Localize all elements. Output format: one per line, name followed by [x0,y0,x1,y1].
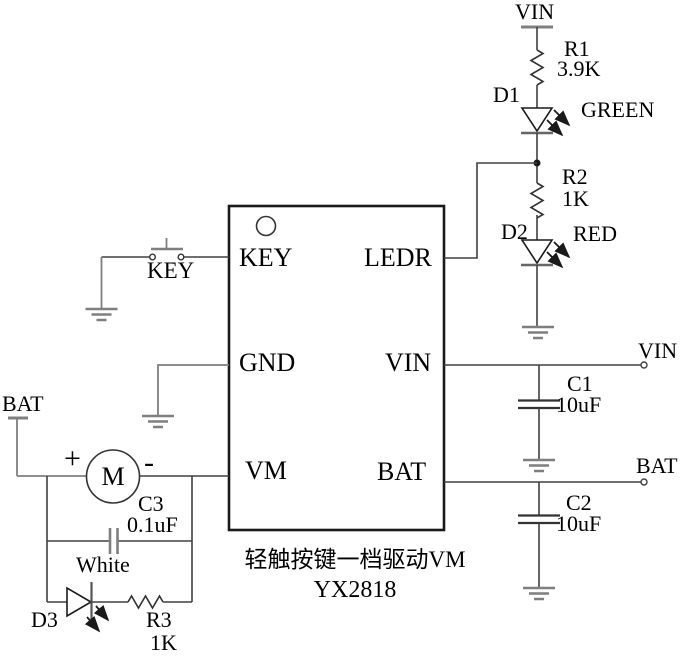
d2-color-label: RED [573,221,617,246]
d2-ref-label: D2 [501,219,528,244]
caption-title: 轻触按键一档驱动VM [244,547,466,572]
bat-right-terminal [640,478,648,486]
ground-symbol-gnd [142,414,174,429]
d1-color-label: GREEN [581,97,655,122]
led-d3-r3-branch [47,582,192,633]
ground-symbol-c1 [523,458,555,473]
ic-pin-vin: VIN [385,348,432,377]
led-d3-light-arrow [84,615,101,633]
led-d1-light-arrow [546,119,564,137]
led-d2 [520,239,571,326]
r1-value-label: 3.9K [557,56,601,81]
motor-minus-sign: - [144,446,154,479]
r1-ref-label: R1 [564,36,590,61]
key-switch-label: KEY [147,258,195,283]
vin-right-terminal [640,361,648,369]
gnd-net [157,364,229,415]
c2-ref-label: C2 [566,490,592,515]
r2-d2-branch [529,182,545,240]
resistor-r3 [127,594,164,610]
vin-top-label: VIN [515,0,555,24]
ground-symbol-d2 [522,325,554,340]
motor-label: M [101,462,125,491]
c1-value-label: 10uF [556,392,602,417]
ic-pin-gnd: GND [239,348,296,377]
ic-pin-bat: BAT [377,457,427,486]
ic-pin-key: KEY [239,243,293,272]
d3-color-label: White [76,552,130,577]
ground-symbol-key [85,307,118,322]
bat-left-label: BAT [2,391,44,416]
resistor-r1 [529,49,545,86]
vin-right-label: VIN [638,338,678,363]
led-d3-light-arrow [93,604,110,622]
ground-symbol-c2 [523,586,555,601]
key-switch [100,238,229,308]
r2-ref-label: R2 [562,164,588,189]
capacitor-c3 [47,528,192,554]
led-d3 [66,586,93,618]
bat-right-net [444,478,648,587]
resistor-r2 [529,182,545,219]
ledr-net [444,133,541,259]
led-d1-light-arrow [553,109,571,127]
c3-ref-label: C3 [138,491,164,516]
ic-outline [227,204,446,532]
led-d2-light-arrow [546,251,564,269]
c3-value-label: 0.1uF [127,512,178,537]
c1-ref-label: C1 [567,371,593,396]
ic-pin-ledr: LEDR [364,243,432,272]
ic-pin-vm: VM [245,456,287,485]
d3-ref-label: D3 [31,607,58,632]
led-d2-light-arrow [553,241,571,259]
r3-ref-label: R3 [146,607,172,632]
bat-left-net [8,416,87,477]
bat-right-label: BAT [636,453,678,478]
vin-top-net [521,25,553,108]
vm-net [46,475,229,602]
pin1-marker-icon [255,215,277,237]
c2-value-label: 10uF [556,511,602,536]
caption-part-number: YX2818 [313,577,397,603]
led-d1 [520,107,571,137]
r2-value-label: 1K [562,186,589,211]
d1-ref-label: D1 [493,82,520,107]
motor-plus-sign: + [64,442,81,475]
vin-right-net [444,361,648,459]
r3-value-label: 1K [150,630,177,655]
